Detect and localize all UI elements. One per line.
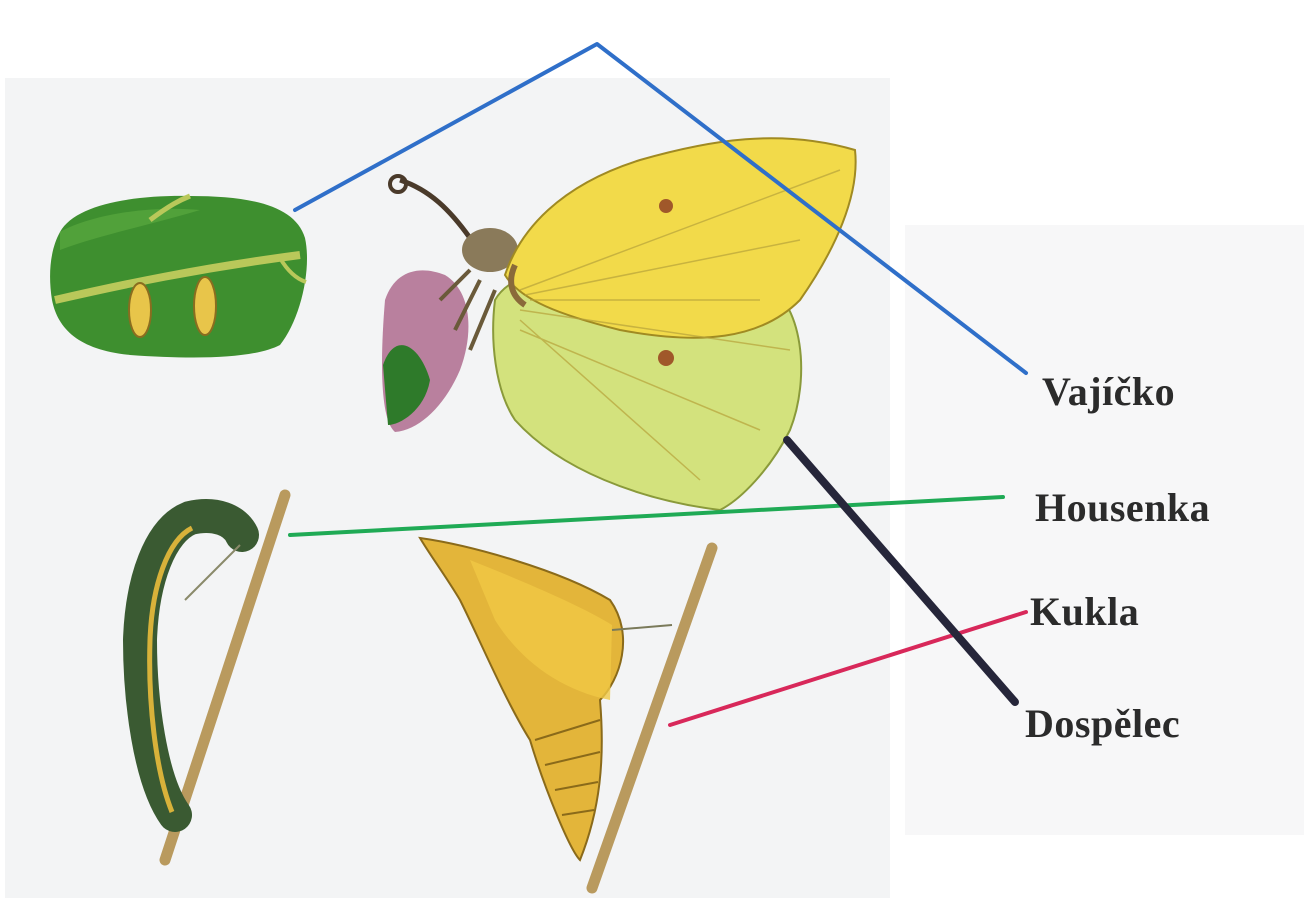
label-adult: Dospělec [1025,700,1180,747]
label-egg: Vajíčko [1042,368,1175,415]
egg-2 [194,277,216,335]
eggs-on-leaf-illustration [50,196,307,358]
egg-1 [129,283,151,337]
label-pupa: Kukla [1030,588,1139,635]
label-larva: Housenka [1035,484,1210,531]
